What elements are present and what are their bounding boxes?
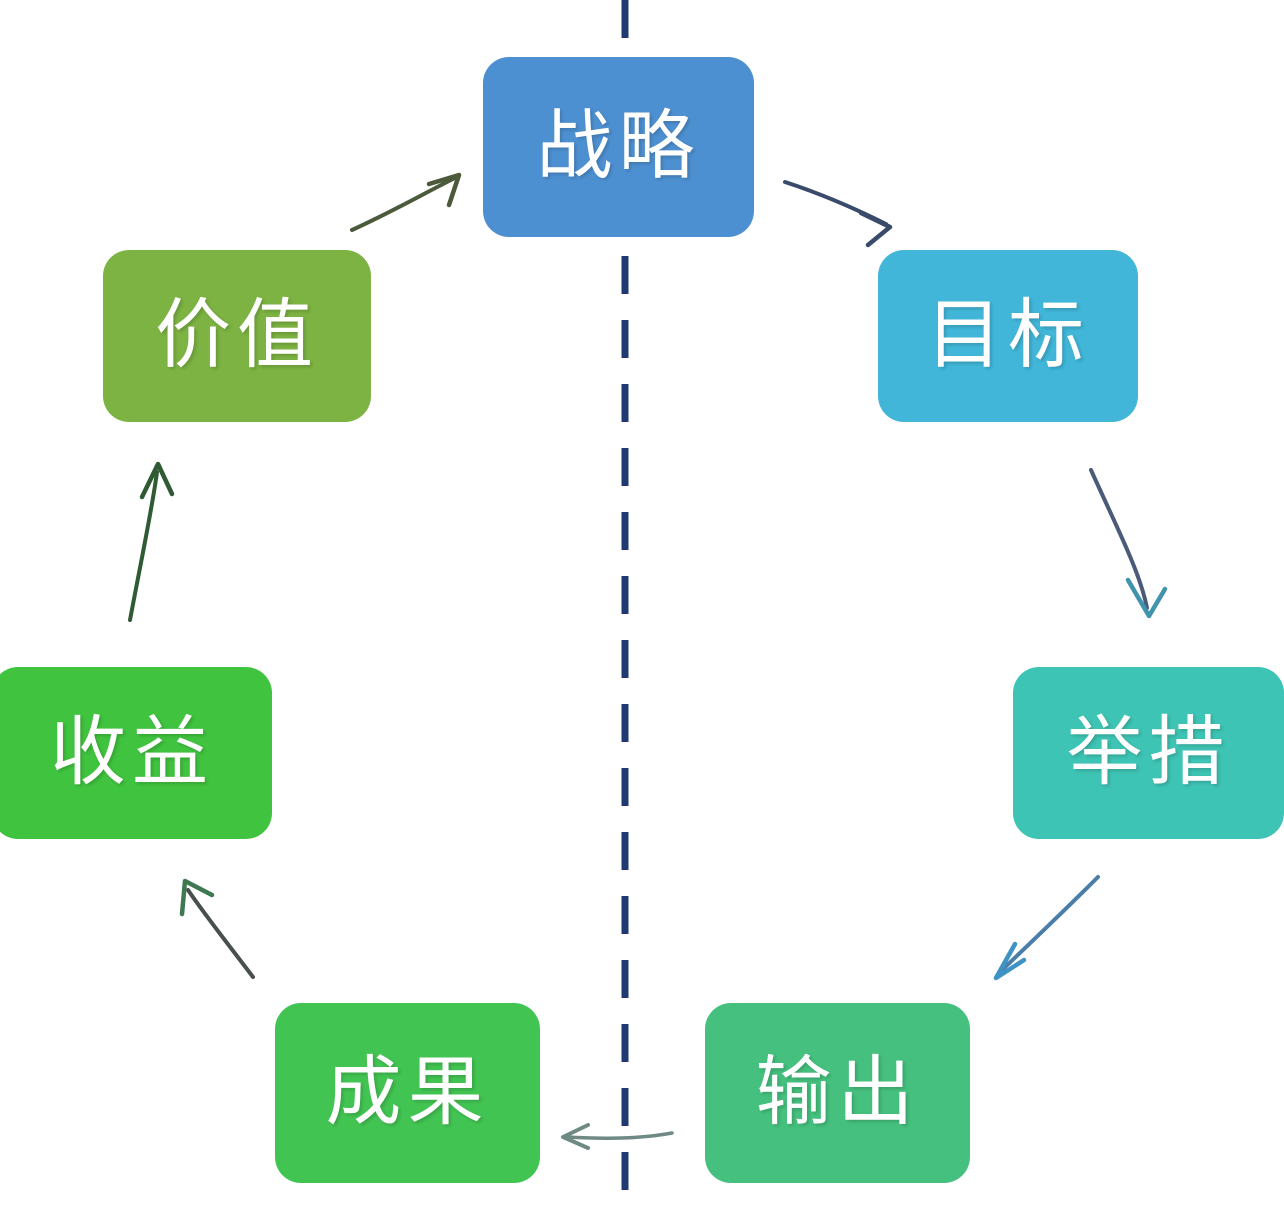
arrow-strategy-to-goal xyxy=(783,180,893,248)
node-benefit[interactable]: 收益 xyxy=(0,667,272,839)
arrow-output-to-results xyxy=(561,1123,674,1150)
arrow-results-to-benefit xyxy=(179,878,255,979)
node-benefit-label: 收益 xyxy=(50,710,214,795)
node-output-label: 输出 xyxy=(755,1050,920,1135)
node-goal-label: 目标 xyxy=(926,293,1090,378)
arrow-initiative-to-output xyxy=(993,875,1100,981)
arrow-benefit-to-value xyxy=(128,461,175,622)
arrow-value-to-strategy xyxy=(350,172,462,232)
node-strategy[interactable]: 战略 xyxy=(483,57,754,237)
node-results-label: 成果 xyxy=(325,1050,490,1135)
node-goal[interactable]: 目标 xyxy=(878,250,1138,422)
node-value-label: 价值 xyxy=(155,293,319,378)
node-initiative[interactable]: 举措 xyxy=(1013,667,1284,839)
node-strategy-label: 战略 xyxy=(536,104,701,189)
node-results[interactable]: 成果 xyxy=(275,1003,540,1183)
node-output[interactable]: 输出 xyxy=(705,1003,970,1183)
node-initiative-label: 举措 xyxy=(1066,710,1231,795)
node-value[interactable]: 价值 xyxy=(103,250,371,422)
arrow-goal-to-initiative xyxy=(1089,468,1168,619)
